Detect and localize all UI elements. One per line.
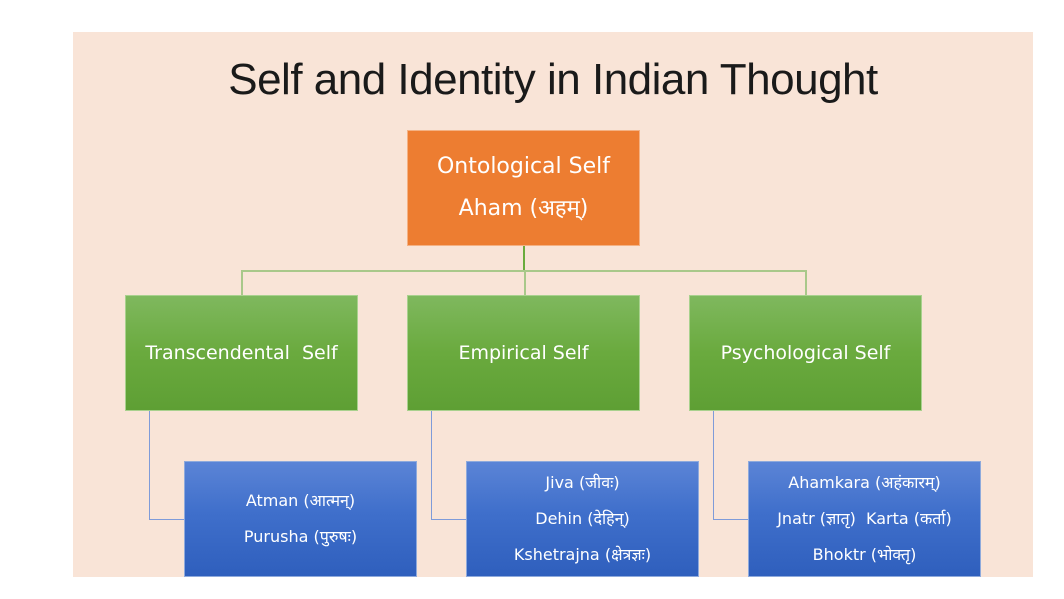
connector-empirical-horizontal	[431, 519, 466, 520]
connector-transcendental-vertical	[149, 411, 150, 520]
connector-psychological-horizontal	[713, 519, 748, 520]
detail-jiva: Jiva (जीवः)	[545, 473, 620, 492]
node-psychological-self[interactable]: Psychological Self	[689, 295, 922, 411]
connector-drop-psychological	[805, 270, 807, 295]
node-transcendental-details[interactable]: Atman (आत्मन्) Purusha (पुरुषः)	[184, 461, 417, 577]
node-psychological-self-label: Psychological Self	[720, 342, 891, 364]
connector-drop-transcendental	[241, 270, 243, 295]
connector-empirical-vertical	[431, 411, 432, 520]
connector-root-trunk	[523, 246, 525, 271]
detail-ahamkara: Ahamkara (अहंकारम्)	[788, 473, 941, 492]
connector-transcendental-horizontal	[149, 519, 184, 520]
node-empirical-self-label: Empirical Self	[458, 342, 589, 364]
connector-psychological-vertical	[713, 411, 714, 520]
detail-dehin: Dehin (देहिन्)	[535, 509, 630, 528]
node-ontological-self[interactable]: Ontological Self Aham (अहम्)	[407, 130, 640, 246]
node-transcendental-self-label: Transcendental Self	[145, 342, 338, 364]
connector-drop-empirical	[524, 270, 526, 295]
node-ontological-self-subtitle: Aham (अहम्)	[458, 196, 589, 221]
detail-bhoktr: Bhoktr (भोक्तृ)	[812, 545, 917, 564]
node-empirical-details[interactable]: Jiva (जीवः) Dehin (देहिन्) Kshetrajna (क…	[466, 461, 699, 577]
node-transcendental-self[interactable]: Transcendental Self	[125, 295, 358, 411]
node-ontological-self-title: Ontological Self	[436, 154, 611, 179]
detail-atman: Atman (आत्मन्)	[245, 491, 356, 510]
detail-purusha: Purusha (पुरुषः)	[243, 527, 358, 546]
node-psychological-details[interactable]: Ahamkara (अहंकारम्) Jnatr (ज्ञातृ) Karta…	[748, 461, 981, 577]
detail-kshetrajna: Kshetrajna (क्षेत्रज्ञः)	[513, 545, 652, 564]
diagram-title: Self and Identity in Indian Thought	[228, 55, 878, 104]
node-empirical-self[interactable]: Empirical Self	[407, 295, 640, 411]
detail-jnatr-karta: Jnatr (ज्ञातृ) Karta (कर्ता)	[777, 509, 952, 528]
